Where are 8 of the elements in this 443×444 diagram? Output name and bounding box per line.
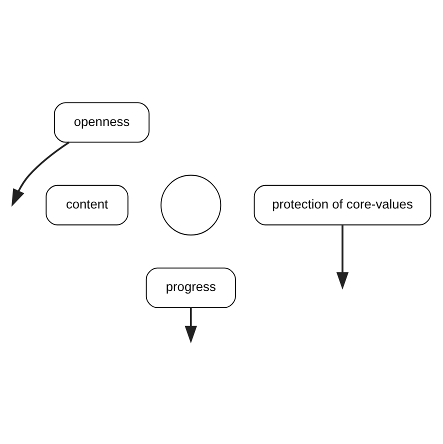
node-box: content <box>46 184 128 226</box>
arrow <box>336 225 349 290</box>
node-box: protection of core-values <box>254 184 432 226</box>
arrow <box>184 308 197 344</box>
node-box: openness <box>54 102 150 143</box>
node-circle <box>160 174 222 236</box>
node-box: progress <box>146 268 236 308</box>
arrow <box>12 142 70 207</box>
